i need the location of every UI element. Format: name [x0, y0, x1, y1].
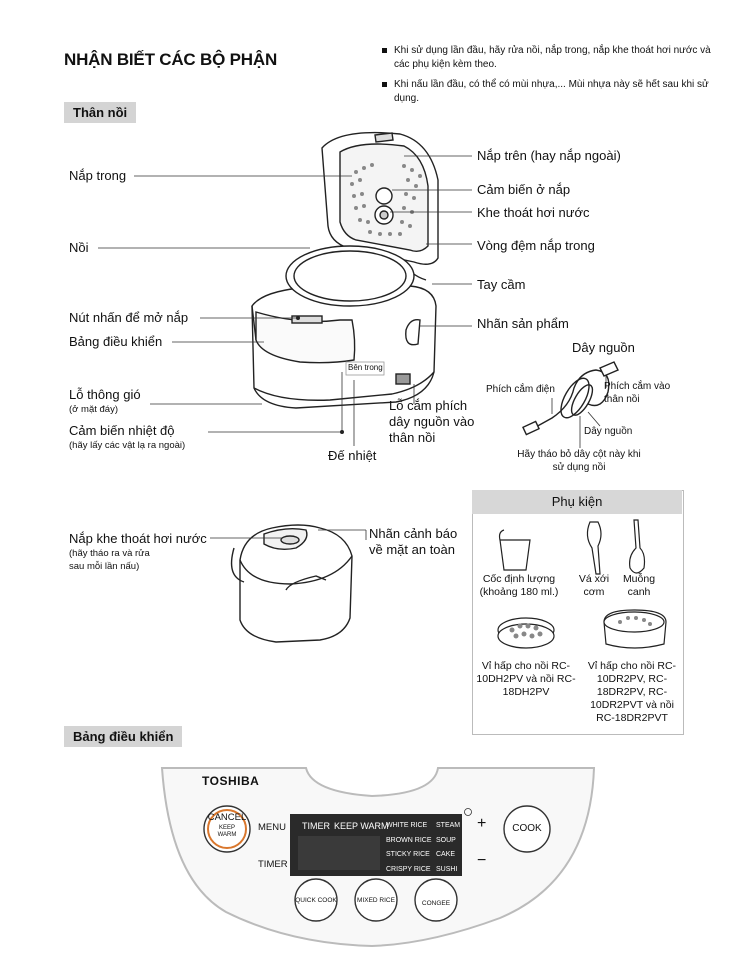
pot-label: Nồi [69, 240, 89, 256]
plus-button[interactable]: + [477, 815, 486, 833]
vent-label: Lỗ thông gió [69, 387, 141, 403]
handle-label: Tay cầm [477, 277, 525, 293]
warning-label: Nhãn cảnh báo về mặt an toàn [369, 526, 469, 558]
congee-button[interactable]: CONGEE [415, 900, 457, 907]
mixed-rice-button[interactable]: MIXED RICE [355, 897, 397, 904]
cord-title: Dây nguồn [572, 340, 635, 356]
inside-tag: Bên trong [348, 363, 383, 372]
display-panel: TIMER KEEP WARM WHITE RICE BROWN RICE ST… [290, 814, 462, 876]
accessories-title: Phụ kiện [472, 490, 682, 514]
brand-logo: TOSHIBA [202, 774, 259, 788]
steam-vent-label: Khe thoát hơi nước [477, 205, 589, 221]
minus-button[interactable]: − [477, 852, 486, 870]
steam-rack-1-label: Vỉ hấp cho nồi RC-10DH2PV và nồi RC-18DH… [476, 660, 576, 699]
menu-item: CRISPY RICE [386, 863, 432, 878]
quick-cook-button[interactable]: QUICK COOK [295, 897, 337, 904]
menu-button[interactable]: MENU [258, 822, 286, 833]
plug-label: Phích cắm điện [486, 383, 555, 396]
menu-col-2: STEAM SOUP CAKE SUSHI [436, 819, 460, 877]
product-label: Nhãn sản phẩm [477, 316, 569, 332]
spatula-label: Vá xới cơm [574, 573, 614, 599]
temp-sensor-label: Cảm biến nhiệt độ [69, 423, 175, 439]
menu-item: WHITE RICE [386, 819, 432, 834]
cancel-label: CANCEL [204, 812, 250, 823]
vent-cap-note2: sau mỗi lần nấu) [69, 561, 139, 573]
cup-label: Cốc định lượng (khoảng 180 ml.) [474, 573, 564, 599]
cord-label: Dây nguồn [584, 425, 632, 438]
temp-sensor-note: (hãy lấy các vật lạ ra ngoài) [69, 440, 185, 452]
body-plug-label: Phích cắm vào thân nồi [604, 380, 680, 406]
menu-col-1: WHITE RICE BROWN RICE STICKY RICE CRISPY… [386, 819, 432, 877]
display-keep-warm: KEEP WARM [334, 821, 389, 831]
lid-sensor-label: Cảm biến ở nắp [477, 182, 570, 198]
ladle-label: Muỗng canh [616, 573, 662, 599]
heater-label: Đế nhiệt [328, 448, 376, 464]
power-socket-label: Lỗ cắm phích dây nguồn vào thân nồi [389, 398, 481, 446]
vent-cap-label: Nắp khe thoát hơi nước [69, 531, 207, 547]
cancel-button[interactable]: CANCEL KEEP WARM [204, 812, 250, 839]
lid-button-label: Nút nhấn để mở nắp [69, 310, 188, 326]
display-timer: TIMER [302, 821, 330, 831]
cook-button[interactable]: COOK [504, 823, 550, 834]
steam-rack-2-label: Vỉ hấp cho nồi RC-10DR2PV, RC-18DR2PV, R… [582, 660, 682, 725]
menu-item: SUSHI [436, 863, 460, 878]
control-panel-label: Bảng điều khiển [69, 334, 162, 350]
vent-cap-note1: (hãy tháo ra và rửa [69, 548, 150, 560]
top-lid-label: Nắp trên (hay nắp ngoài) [477, 148, 621, 164]
section-panel-header: Bảng điều khiển [64, 726, 182, 747]
vent-note: (ở mặt đáy) [69, 404, 118, 416]
menu-item: STEAM [436, 819, 460, 834]
menu-item: STICKY RICE [386, 848, 432, 863]
menu-item: SOUP [436, 834, 460, 849]
cord-note: Hãy tháo bỏ dây cột này khi sử dụng nồi [514, 448, 644, 474]
inner-lid-label: Nắp trong [69, 168, 126, 184]
menu-item: BROWN RICE [386, 834, 432, 849]
gasket-label: Vòng đệm nắp trong [477, 238, 595, 254]
timer-button[interactable]: TIMER [258, 859, 288, 870]
keep-warm-label: KEEP WARM [215, 825, 239, 839]
menu-item: CAKE [436, 848, 460, 863]
